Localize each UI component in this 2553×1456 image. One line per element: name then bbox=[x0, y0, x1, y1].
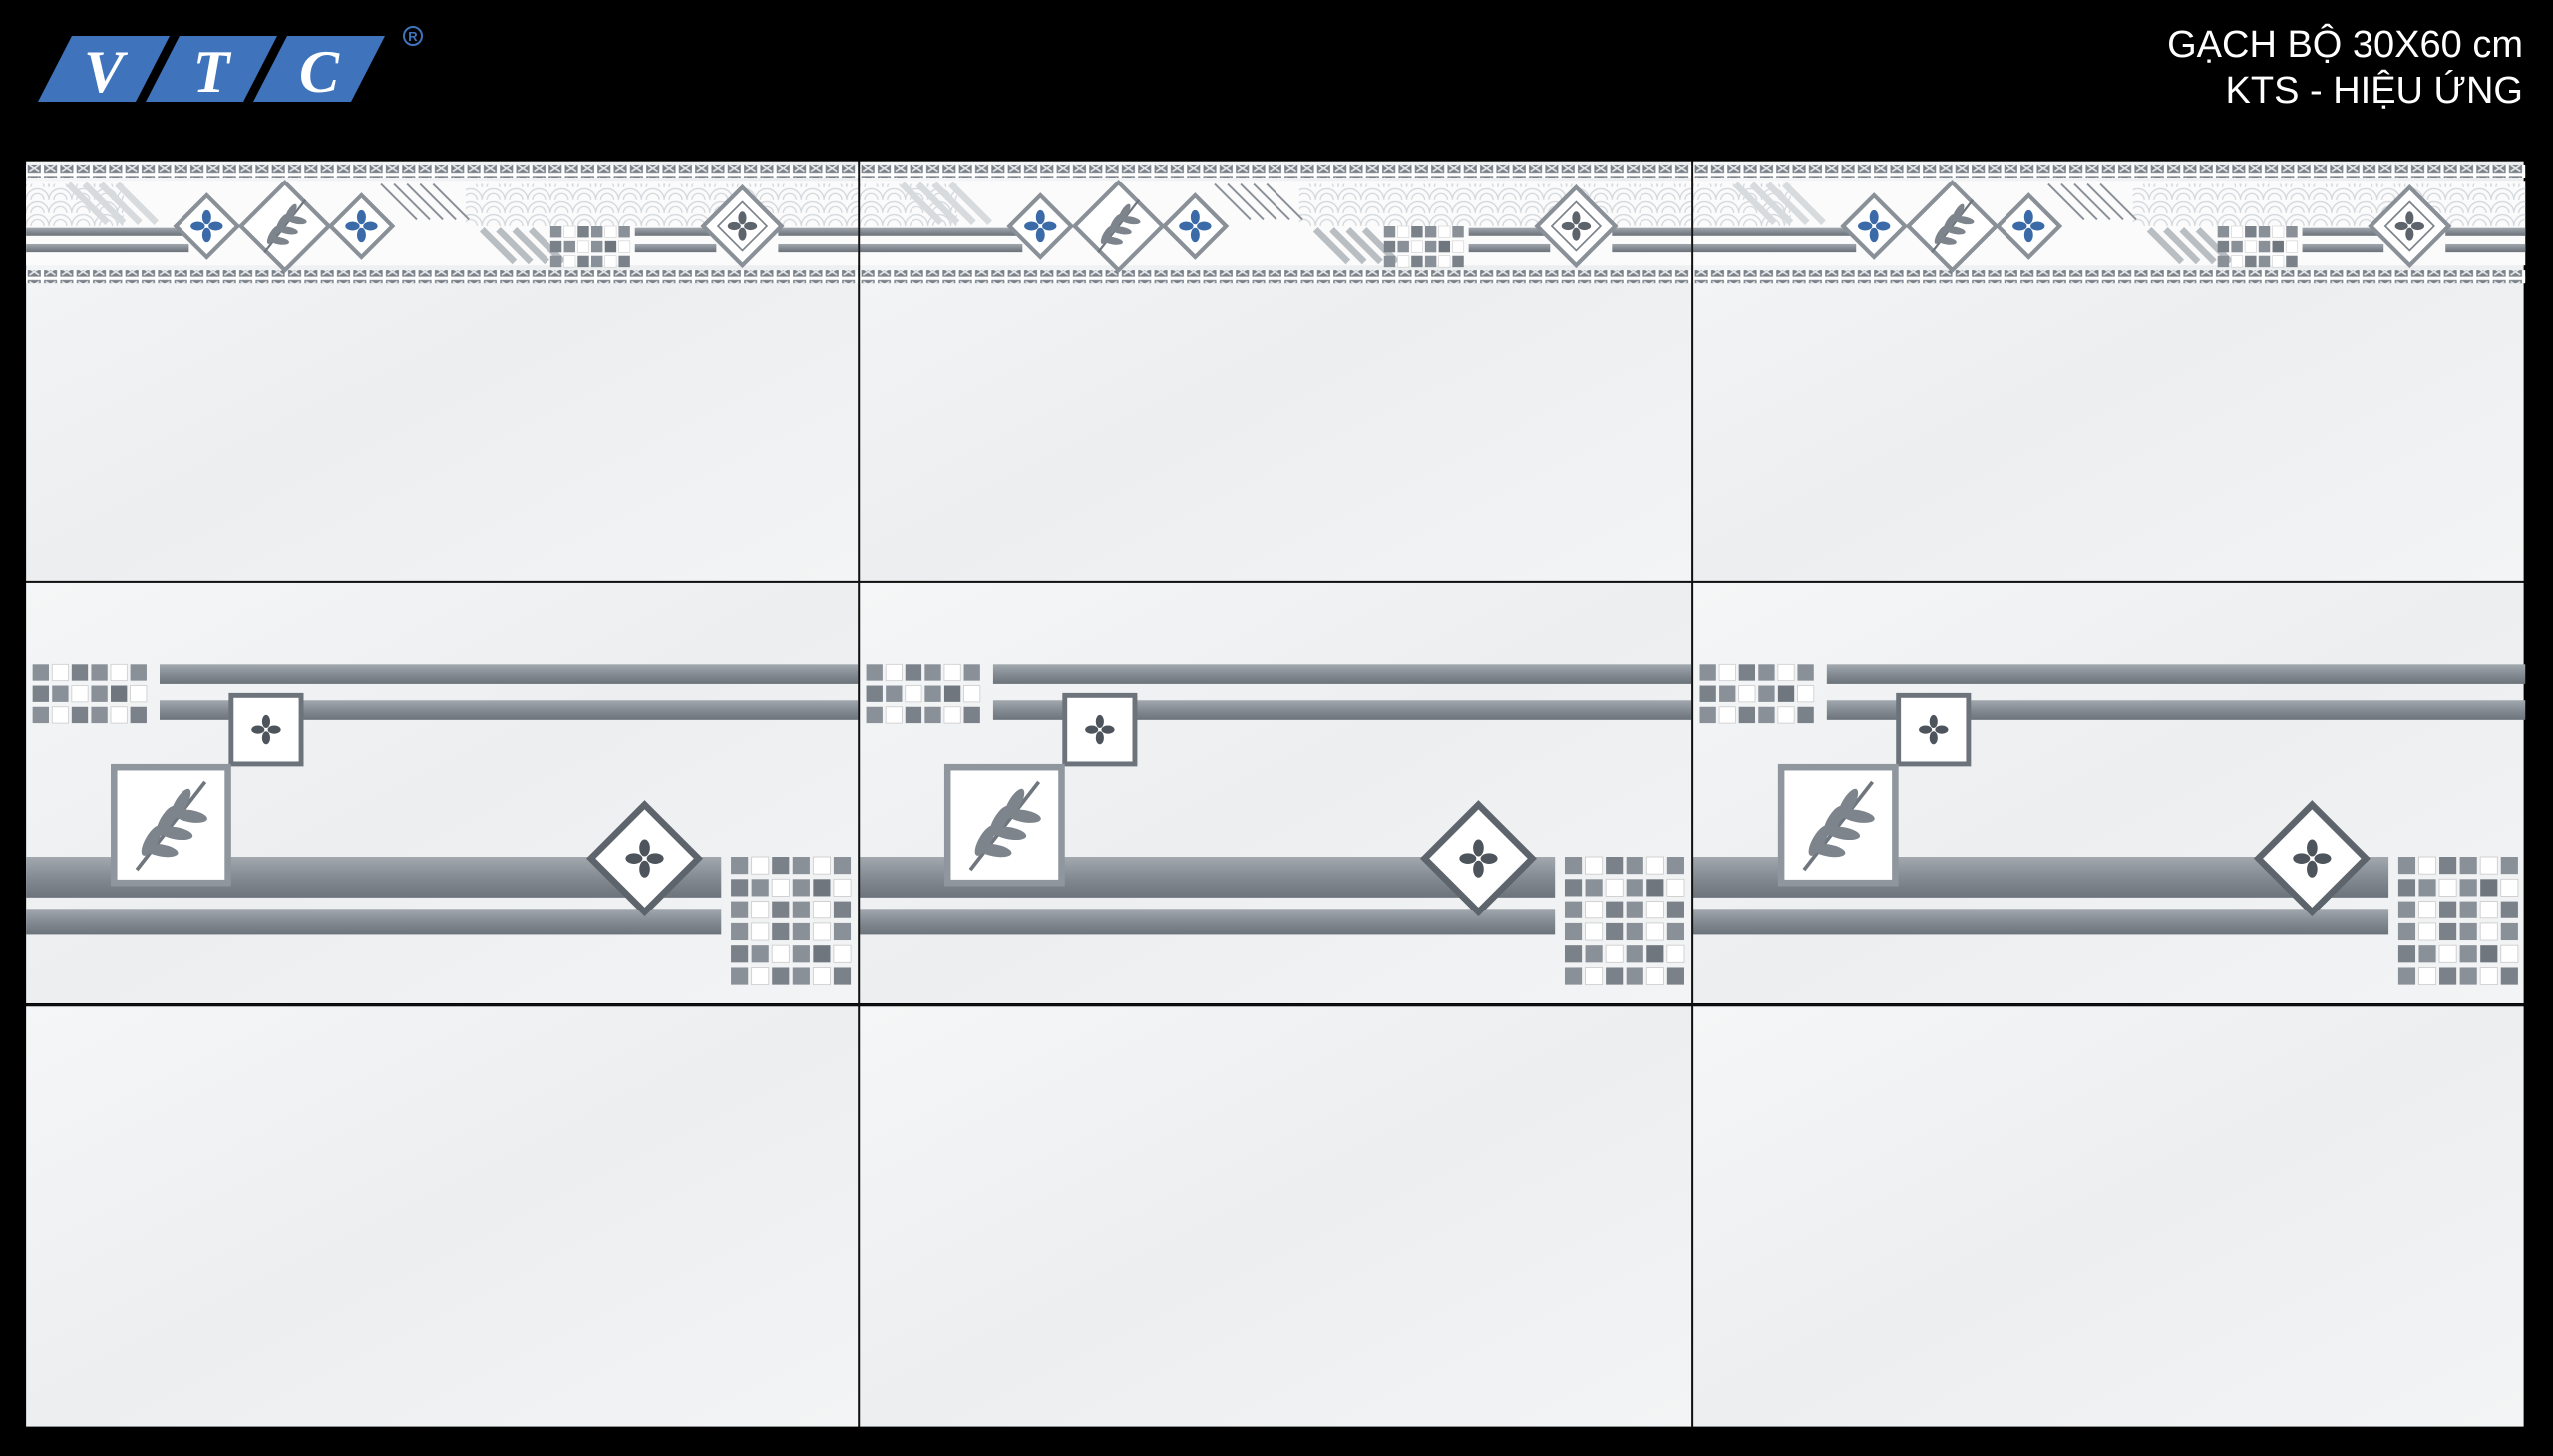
title-line-2: KTS - HIỆU ỨNG bbox=[2225, 70, 2523, 112]
grout-lines bbox=[26, 161, 2524, 1427]
vtc-logo: VTC R bbox=[34, 24, 433, 114]
tile-plain-1 bbox=[26, 1006, 859, 1427]
tile-plain-2 bbox=[860, 1006, 1692, 1427]
title-line-1: GẠCH BỘ 30X60 cm bbox=[2167, 24, 2523, 66]
logo-panel-v bbox=[38, 36, 170, 102]
logo-panel-c bbox=[253, 36, 385, 102]
product-title: GẠCH BỘ 30X60 cm KTS - HIỆU ỨNG bbox=[2167, 22, 2523, 114]
tile-plain-3 bbox=[1692, 1006, 2524, 1427]
tile-grid bbox=[26, 161, 2525, 1427]
svg-text:R: R bbox=[408, 29, 418, 44]
logo-panel-t bbox=[146, 36, 277, 102]
